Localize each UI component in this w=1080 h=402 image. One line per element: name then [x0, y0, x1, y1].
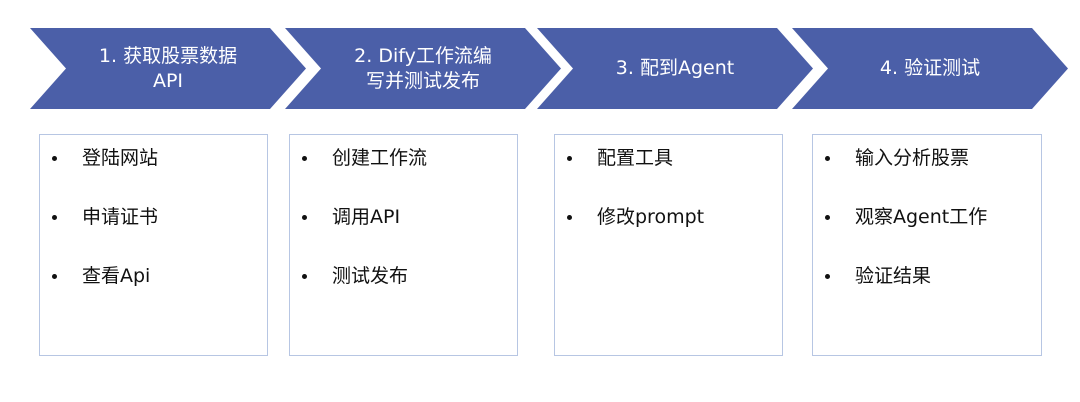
step-2-card: 创建工作流调用API 测试发布	[289, 134, 518, 356]
list-item-text: 配置工具	[597, 147, 674, 169]
list-item: 创建工作流	[290, 146, 517, 205]
step-2-chevron	[285, 28, 561, 109]
bullet-icon	[567, 215, 572, 220]
step-title-line: 1. 获取股票数据	[98, 44, 238, 67]
step-title-line: 写并测试发布	[365, 69, 480, 92]
list-item: 配置工具	[555, 146, 782, 205]
step-4-title: 4. 验证测试	[828, 28, 1032, 109]
list-item: 修改prompt	[555, 205, 782, 264]
bullet-icon	[52, 156, 57, 161]
list-item: 观察Agent工作	[813, 205, 1041, 264]
step-4-card: 输入分析股票观察Agent工作验证结果	[812, 134, 1042, 356]
step-4-chevron	[792, 28, 1068, 109]
list-item: 验证结果	[813, 264, 1041, 323]
step-3-card: 配置工具修改prompt	[554, 134, 783, 356]
bullet-icon	[302, 215, 307, 220]
list-item: 调用API	[290, 205, 517, 264]
list-item: 申请证书	[40, 205, 267, 264]
list-item-text: 登陆网站	[82, 147, 159, 169]
bullet-icon	[302, 156, 307, 161]
step-2-title: 2. Dify工作流编写并测试发布	[321, 28, 525, 109]
step-1-card: 登陆网站申请证书查看Api	[39, 134, 268, 356]
list-item-text: 验证结果	[855, 265, 932, 287]
list-item-text: 修改prompt	[597, 206, 705, 228]
bullet-icon	[52, 215, 57, 220]
bullet-list: 输入分析股票观察Agent工作验证结果	[813, 135, 1041, 323]
list-item: 输入分析股票	[813, 146, 1041, 205]
list-item-text: 输入分析股票	[855, 147, 970, 169]
list-item-text: 查看Api	[82, 265, 151, 287]
list-item-text: 测试发布	[332, 265, 409, 287]
bullet-icon	[825, 156, 830, 161]
bullet-icon	[302, 274, 307, 279]
list-item: 测试发布	[290, 264, 517, 323]
step-title-line: 3. 配到Agent	[615, 57, 735, 79]
bullet-icon	[825, 274, 830, 279]
list-item-text: 申请证书	[82, 206, 159, 228]
list-item-text: 创建工作流	[332, 147, 428, 169]
bullet-icon	[52, 274, 57, 279]
list-item: 登陆网站	[40, 146, 267, 205]
list-item: 查看Api	[40, 264, 267, 323]
step-title-line: 4. 验证测试	[879, 57, 981, 79]
process-chevrons	[30, 28, 1068, 109]
step-3-title: 3. 配到Agent	[573, 28, 777, 109]
bullet-icon	[825, 215, 830, 220]
step-title-line: API	[152, 69, 184, 92]
bullet-icon	[567, 156, 572, 161]
bullet-list: 创建工作流调用API 测试发布	[290, 135, 517, 323]
step-3-chevron	[537, 28, 813, 109]
list-item-text: 调用API	[332, 206, 401, 228]
step-1-chevron	[30, 28, 306, 109]
list-item-text: 观察Agent工作	[855, 206, 988, 228]
step-title-line: 2. Dify工作流编	[354, 44, 492, 67]
bullet-list: 配置工具修改prompt	[555, 135, 782, 264]
bullet-list: 登陆网站申请证书查看Api	[40, 135, 267, 323]
